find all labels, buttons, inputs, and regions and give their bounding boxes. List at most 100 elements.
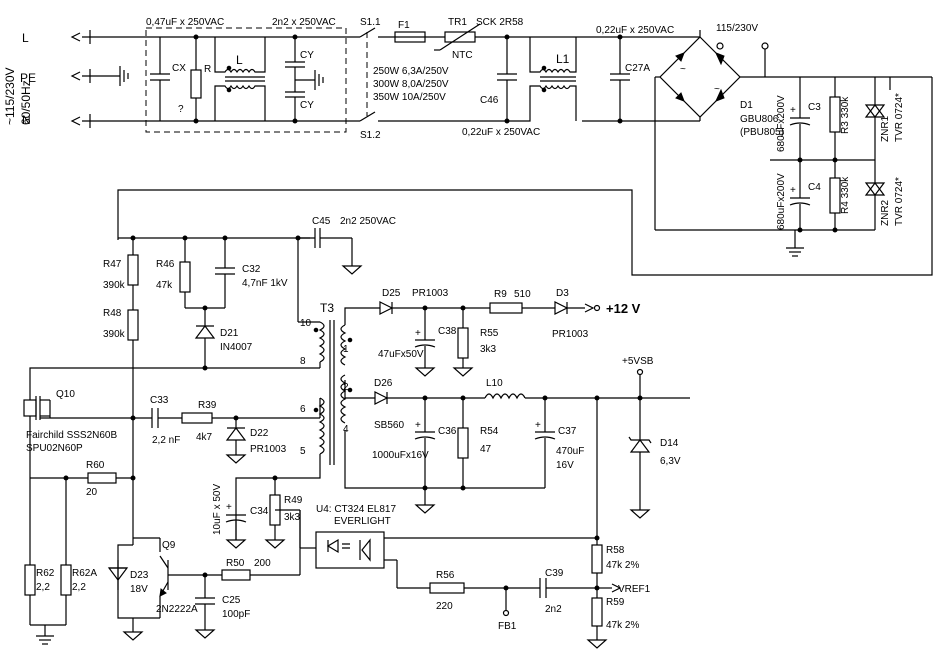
r55-value-label: 3k3: [480, 344, 497, 355]
d23-value-label: 18V: [130, 584, 148, 595]
r62-value-label: 2,2: [36, 582, 50, 593]
znr1-label: ZNR1: [880, 115, 891, 142]
r62-label: R62: [36, 568, 55, 579]
r-unknown-label: ?: [178, 104, 184, 115]
c37-voltage-label: 16V: [556, 460, 574, 471]
primary-side: C45 2n2 250VAC R47 390k R48 390k R46 47k…: [23, 216, 396, 645]
c3-label: C3: [808, 102, 821, 113]
q9-label: Q9: [162, 540, 176, 551]
r50-label: R50: [226, 558, 245, 569]
c38-label: C38: [438, 326, 457, 337]
transformer-t3: T3 10 8 6 5 1 2 4: [298, 301, 353, 465]
cx-label: CX: [172, 63, 186, 74]
t3-label: T3: [320, 301, 334, 315]
emi-filter: 0,47uF x 250VAC 2n2 x 250VAC CX R ? L: [145, 17, 347, 133]
c33-value-label: 2,2 nF: [152, 435, 180, 446]
t3-pin-8: 8: [300, 356, 306, 367]
c25-value-label: 100pF: [222, 609, 250, 620]
q10-alt-label: SPU02N60P: [26, 443, 83, 454]
r56-label: R56: [436, 570, 455, 581]
mains-l-label: L: [22, 31, 29, 45]
q10-label: Q10: [56, 389, 75, 400]
c45-label: C45: [312, 216, 331, 227]
v5sb-label: +5VSB: [622, 356, 654, 367]
t3-pin-10: 10: [300, 318, 312, 329]
r47-value-label: 390k: [103, 280, 126, 291]
d3-value-label: PR1003: [552, 329, 589, 340]
mains-n-label: N: [22, 113, 31, 127]
r3-label: R3 330k: [840, 96, 851, 134]
c27a-label: C27A: [625, 63, 650, 74]
c4-label: C4: [808, 182, 821, 193]
cy1-label: CY: [300, 50, 314, 61]
c36-plus: +: [415, 420, 421, 431]
d21-label: D21: [220, 328, 239, 339]
c32-value-label: 4,7nF 1kV: [242, 278, 288, 289]
r62a-label: R62A: [72, 568, 97, 579]
bridge-name-label: D1: [740, 100, 753, 111]
r4-label: R4 330k: [840, 176, 851, 214]
mains-freq-label: 60/50Hz: [19, 80, 33, 125]
t3-pin-4: 4: [343, 424, 349, 435]
r47-label: R47: [103, 259, 122, 270]
znr2-value-label: TVR 0724*: [894, 177, 905, 226]
cx-rating-label: 0,47uF x 250VAC: [146, 17, 224, 28]
d14-label: D14: [660, 438, 679, 449]
r9-label: R9: [494, 289, 507, 300]
r60-value-label: 20: [86, 487, 98, 498]
mains-pe-label: PE: [20, 71, 36, 85]
t3-pin-6: 6: [300, 404, 306, 415]
c3-plus: +: [790, 105, 796, 116]
v12-label: +12 V: [606, 301, 641, 316]
r46-label: R46: [156, 259, 175, 270]
d25-label: D25: [382, 288, 401, 299]
d23-label: D23: [130, 570, 149, 581]
t3-pin-1: 1: [343, 344, 349, 355]
second-filter-stage: C46 0,22uF x 250VAC L1 C27A 0,22uF x 250…: [462, 25, 700, 138]
r48-label: R48: [103, 308, 122, 319]
ntc-label: NTC: [452, 50, 473, 61]
r59-label: R59: [606, 597, 625, 608]
c37-plus: +: [535, 420, 541, 431]
vref1-label: VREF1: [618, 584, 651, 595]
r58-value-label: 47k 2%: [606, 560, 639, 571]
c45-value-label: 2n2 250VAC: [340, 216, 396, 227]
ntc-part-label: SCK 2R58: [476, 17, 524, 28]
d26-label: D26: [374, 378, 393, 389]
opto-brand-label: EVERLIGHT: [334, 516, 391, 527]
mains-input: L PE N ~115/230V 60/50Hz: [3, 30, 360, 128]
t3-pin-2: 2: [343, 382, 349, 393]
bridge-ac-sym-2: ~: [714, 84, 720, 95]
c36-label: C36: [438, 426, 457, 437]
c32-label: C32: [242, 264, 261, 275]
d22-value-label: PR1003: [250, 444, 287, 455]
r48-value-label: 390k: [103, 329, 126, 340]
fuse-label: F1: [398, 20, 410, 31]
r55-label: R55: [480, 328, 499, 339]
bridge-alt-label: (PBU805): [740, 127, 784, 138]
r9-value-label: 510: [514, 289, 531, 300]
c46-label: C46: [480, 95, 499, 106]
d21-value-label: IN4007: [220, 342, 253, 353]
r59-value-label: 47k 2%: [606, 620, 639, 631]
c46-rating-label: 0,22uF x 250VAC: [462, 127, 540, 138]
d3-label: D3: [556, 288, 569, 299]
c33-label: C33: [150, 395, 169, 406]
d14-value-label: 6,3V: [660, 456, 681, 467]
c39-label: C39: [545, 568, 564, 579]
c34-plus: +: [226, 502, 232, 513]
znr2-label: ZNR2: [880, 199, 891, 226]
l10-label: L10: [486, 378, 503, 389]
opto-feedback: U4: CT324 EL817 EVERLIGHT R56 220 FB1 C3…: [299, 398, 651, 649]
c38-value-label: 47uFx50V: [378, 349, 424, 360]
r39-value-label: 4k7: [196, 432, 213, 443]
r54-value-label: 47: [480, 444, 492, 455]
r49-label: R49: [284, 495, 303, 506]
bridge-rectifier: ~ ~ D1 GBU806 (PBU805) 115/230V: [654, 23, 784, 230]
t3-pin-5: 5: [300, 446, 306, 457]
c3-value-label: 680uFx200V: [776, 95, 787, 152]
c36-value-label: 1000uFx16V: [372, 450, 429, 461]
r62a-value-label: 2,2: [72, 582, 86, 593]
